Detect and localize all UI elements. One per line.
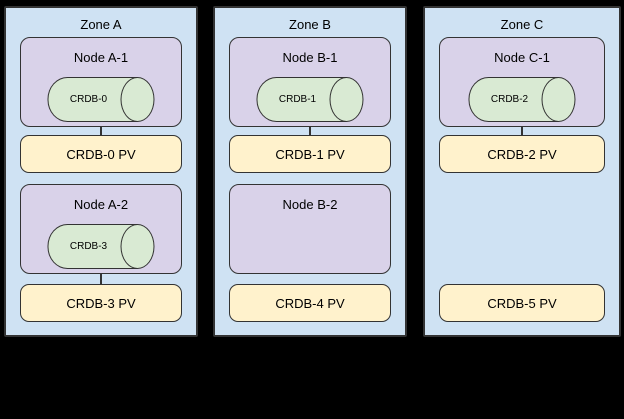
pv-crdb-1-label: CRDB-1 PV (275, 146, 345, 162)
cylinder-end-cap (329, 77, 364, 122)
connector-node-b-1-to-pv (309, 127, 311, 135)
pv-crdb-4-label: CRDB-4 PV (275, 295, 345, 311)
pv-crdb-2: CRDB-2 PV (439, 135, 605, 173)
pv-crdb-5-label: CRDB-5 PV (487, 295, 557, 311)
node-a-2-title: Node A-2 (73, 197, 129, 212)
node-b-1: Node B-1 CRDB-1 (229, 37, 391, 127)
cylinder-crdb-3-label: CRDB-3 (69, 241, 108, 252)
connector-node-a-2-to-pv (100, 274, 102, 284)
pv-crdb-2-label: CRDB-2 PV (487, 146, 557, 162)
node-c-1: Node C-1 CRDB-2 (439, 37, 605, 127)
node-a-2: Node A-2 CRDB-3 (20, 184, 182, 274)
cylinder-crdb-0-label: CRDB-0 (69, 94, 108, 105)
zone-c: Zone C Node C-1 CRDB-2 CRDB-2 PV CRDB-5 … (423, 6, 621, 337)
database-cylinder-crdb-2-icon: CRDB-2 (468, 77, 576, 122)
node-b-1-title: Node B-1 (282, 50, 338, 65)
cylinder-end-cap (541, 77, 576, 122)
cylinder-crdb-1-label: CRDB-1 (278, 94, 317, 105)
cylinder-crdb-2-label: CRDB-2 (490, 94, 529, 105)
database-cylinder-crdb-1-icon: CRDB-1 (256, 77, 364, 122)
connector-node-c-1-to-pv (521, 127, 523, 135)
pv-crdb-0: CRDB-0 PV (20, 135, 182, 173)
zone-b-title: Zone B (289, 17, 331, 32)
database-cylinder-crdb-3-icon: CRDB-3 (47, 224, 155, 269)
zone-a: Zone A Node A-1 CRDB-0 CRDB-0 PV Node A-… (4, 6, 198, 337)
node-a-1-title: Node A-1 (73, 50, 129, 65)
pv-crdb-1: CRDB-1 PV (229, 135, 391, 173)
node-c-1-title: Node C-1 (494, 50, 550, 65)
pv-crdb-0-label: CRDB-0 PV (66, 146, 136, 162)
node-b-2: Node B-2 (229, 184, 391, 274)
cylinder-end-cap (120, 224, 155, 269)
pv-crdb-3-label: CRDB-3 PV (66, 295, 136, 311)
zone-a-title: Zone A (80, 17, 122, 32)
node-a-1: Node A-1 CRDB-0 (20, 37, 182, 127)
pv-crdb-4: CRDB-4 PV (229, 284, 391, 322)
connector-node-a-1-to-pv (100, 127, 102, 135)
node-b-2-title: Node B-2 (282, 197, 338, 212)
pv-crdb-3: CRDB-3 PV (20, 284, 182, 322)
pv-crdb-5: CRDB-5 PV (439, 284, 605, 322)
zone-b: Zone B Node B-1 CRDB-1 CRDB-1 PV Node B-… (213, 6, 407, 337)
zone-c-title: Zone C (500, 17, 544, 32)
database-cylinder-crdb-0-icon: CRDB-0 (47, 77, 155, 122)
cylinder-end-cap (120, 77, 155, 122)
